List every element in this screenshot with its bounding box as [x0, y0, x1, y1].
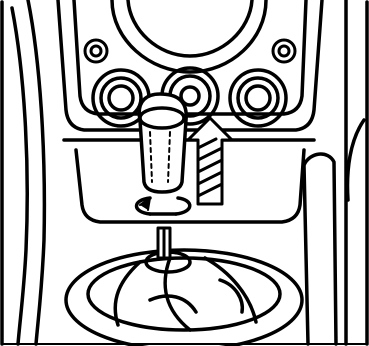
small-button-right — [273, 40, 295, 62]
shift-boot — [66, 250, 302, 346]
rotate-arrow-icon — [137, 198, 190, 214]
small-button-left — [85, 40, 107, 62]
shift-knob — [139, 94, 186, 192]
left-trim-panel — [2, 0, 44, 344]
dial-knob-right — [230, 70, 286, 126]
handbrake-lever — [304, 0, 367, 344]
shift-shaft — [158, 228, 170, 258]
